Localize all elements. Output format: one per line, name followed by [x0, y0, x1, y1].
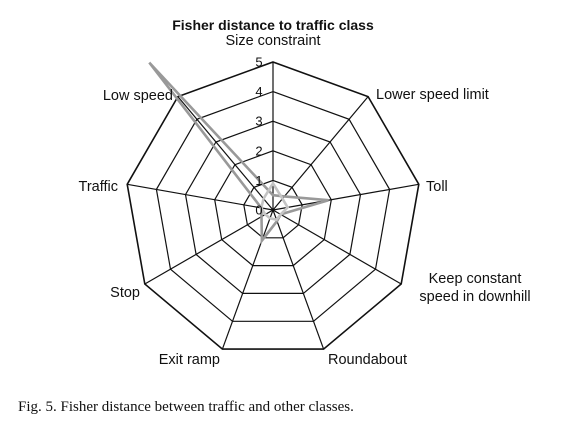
radial-tick-label: 0 — [255, 203, 262, 218]
axis-label: Toll — [426, 179, 448, 195]
axis-spoke — [272, 209, 325, 350]
axis-spoke — [221, 209, 274, 350]
axis-spoke — [272, 209, 402, 285]
axis-spoke — [127, 183, 274, 211]
radar-grid — [126, 61, 420, 350]
axis-label: Lower speed limit — [376, 87, 489, 103]
grid-ring-2 — [214, 150, 332, 267]
axis-label: Low speed — [103, 88, 173, 104]
grid-ring-5 — [126, 61, 420, 350]
radial-tick-label: 1 — [255, 173, 262, 188]
axis-label: Roundabout — [328, 352, 407, 368]
radial-tick-labels: 0 1 2 3 4 5 — [255, 55, 262, 218]
series-line-1 — [148, 61, 329, 245]
axis-spoke — [177, 96, 274, 211]
chart-title: Fisher distance to traffic class — [172, 17, 374, 33]
radial-tick-label: 2 — [255, 143, 262, 158]
grid-ring-1 — [243, 179, 303, 239]
radar-series — [148, 61, 329, 245]
axis-label: Stop — [110, 285, 140, 301]
axis-spoke — [272, 96, 369, 211]
axis-label: Exit ramp — [159, 352, 220, 368]
axis-spoke — [144, 209, 274, 285]
radial-tick-label: 4 — [255, 84, 262, 99]
axis-label: Traffic — [79, 179, 118, 195]
grid-ring-3 — [184, 120, 362, 294]
grid-ring-4 — [155, 90, 391, 322]
axis-spoke — [272, 183, 419, 211]
series-line-2 — [259, 180, 290, 222]
radial-tick-label: 5 — [255, 55, 262, 70]
radial-tick-label: 3 — [255, 114, 262, 129]
figure-caption: Fig. 5. Fisher distance between traffic … — [18, 399, 354, 415]
axis-label: Size constraint — [225, 33, 320, 49]
